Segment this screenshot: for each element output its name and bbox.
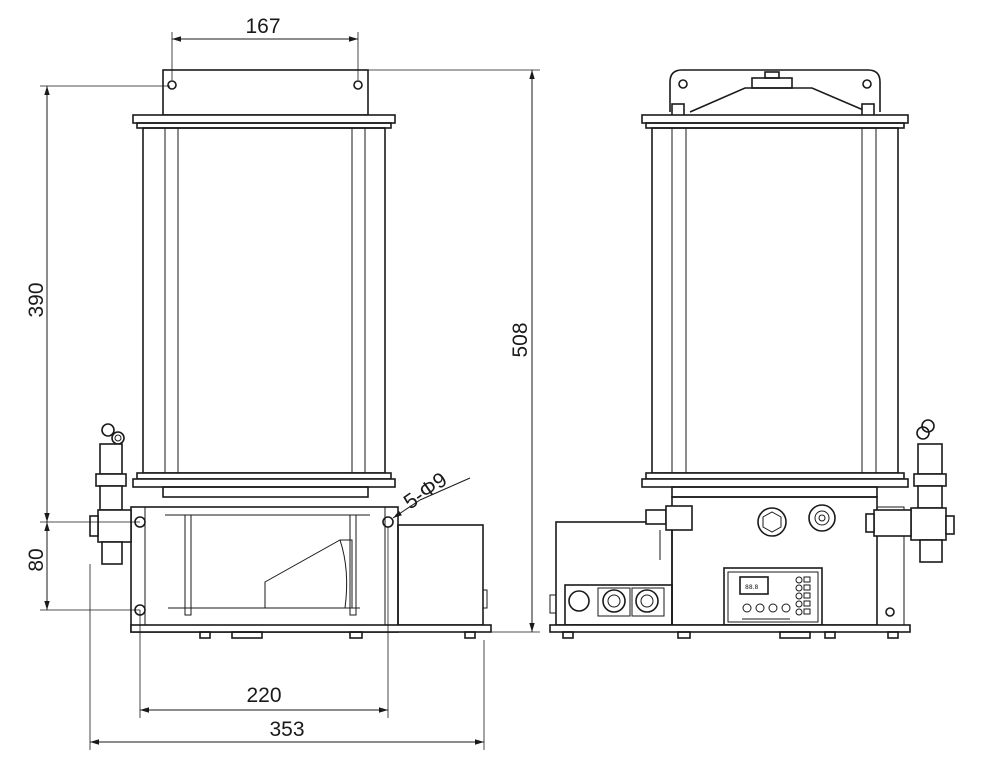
- front-fitting: [89, 423, 132, 565]
- front-motor-box: [397, 524, 484, 626]
- panel-display: [739, 576, 769, 595]
- side-pump-body: [671, 496, 878, 626]
- dimension-lines: [40, 32, 540, 750]
- side-top-bracket: [669, 69, 881, 112]
- front-view: [89, 69, 492, 639]
- dim-hole-callout: 5-Φ9: [400, 468, 452, 514]
- panel-button[interactable]: [768, 603, 778, 613]
- side-fitting: [865, 419, 955, 563]
- panel-display-text: 88.8: [745, 584, 759, 591]
- front-pump-body: [130, 506, 399, 633]
- control-panel: 88.8: [723, 567, 823, 626]
- side-view: 88.8: [549, 69, 955, 639]
- dim-353: 353: [269, 718, 304, 741]
- side-reservoir: [651, 127, 899, 474]
- panel-button[interactable]: [781, 603, 791, 613]
- dim-80: 80: [25, 548, 48, 571]
- panel-button[interactable]: [742, 603, 752, 613]
- dim-508: 508: [509, 322, 532, 357]
- dim-390: 390: [25, 282, 48, 317]
- front-top-bracket: [162, 69, 369, 116]
- dim-167: 167: [245, 15, 280, 38]
- front-reservoir: [142, 127, 386, 474]
- panel-button[interactable]: [755, 603, 765, 613]
- front-top-cap: [132, 114, 396, 124]
- dim-220: 220: [246, 684, 281, 707]
